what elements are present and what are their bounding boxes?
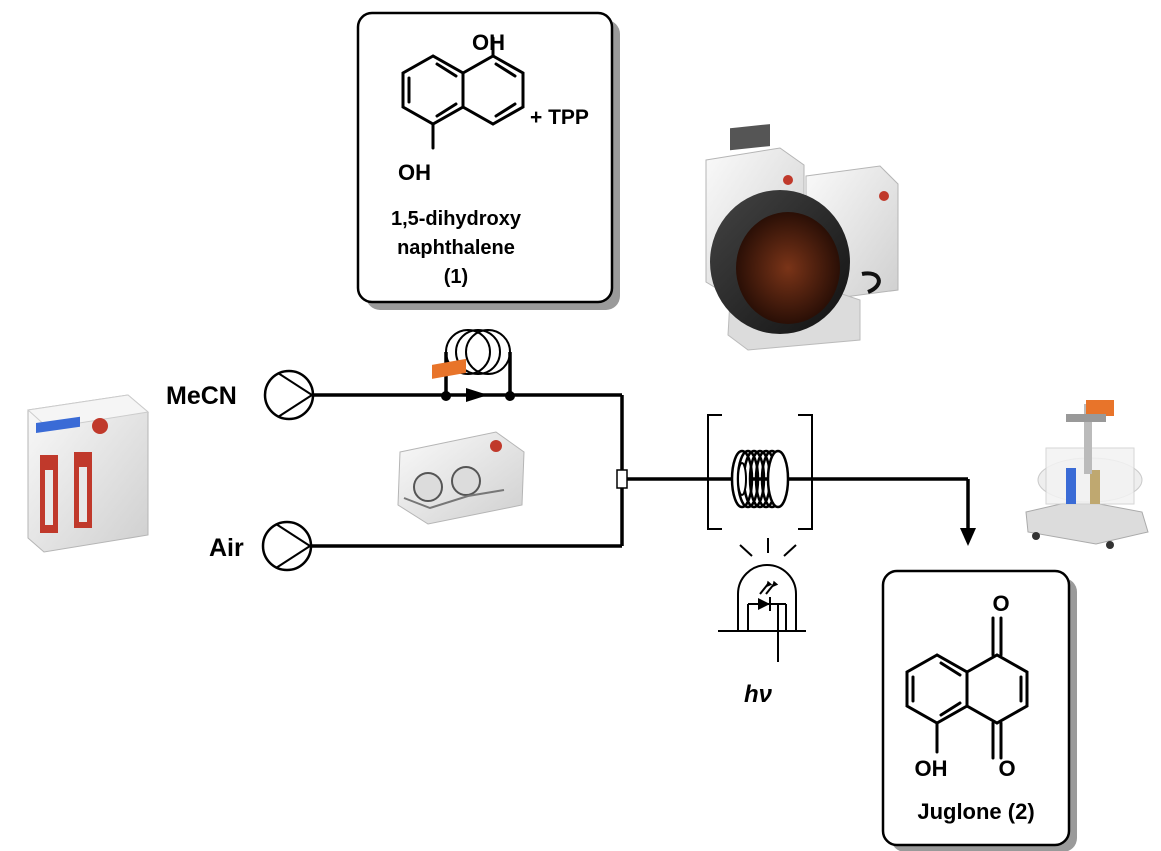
photoreactor-coil (707, 414, 813, 530)
product-o-bottom: O (998, 756, 1015, 781)
syringe-pump-image (26, 394, 150, 553)
led-light-icon (718, 538, 806, 662)
reactant-additive: + TPP (530, 106, 589, 129)
product-oh: OH (915, 756, 948, 781)
reactant-oh-bottom: OH (398, 160, 431, 185)
photoreactor-image (705, 124, 899, 351)
mecn-label: MeCN (166, 382, 237, 410)
reactant-name-line2: naphthalene (397, 237, 515, 259)
flow-arrowhead (466, 388, 488, 402)
pump-air-symbol (261, 520, 313, 572)
product-box: O OH O Juglone (2) (881, 569, 1077, 851)
reactant-name-line3: (1) (444, 266, 468, 288)
fraction-collector-image (1025, 400, 1149, 549)
reactant-box: OH OH + TPP 1,5-dihydroxy naphthalene (1… (356, 11, 620, 310)
pump-mecn-symbol (263, 369, 315, 421)
light-label: hν (744, 681, 773, 708)
product-structure (905, 616, 1029, 760)
reactant-structure (401, 36, 525, 150)
display-panel (36, 416, 80, 433)
product-o-top: O (992, 591, 1009, 616)
flow-lines (312, 388, 976, 548)
air-label: Air (209, 534, 244, 562)
reactant-oh-top: OH (472, 30, 505, 55)
t-mixer (616, 469, 628, 489)
product-box-frame (881, 569, 1071, 847)
reactant-box-frame (356, 11, 614, 304)
reactant-name-line1: 1,5-dihydroxy (391, 208, 522, 230)
outlet-arrowhead (960, 528, 976, 546)
peristaltic-pump-image (397, 358, 525, 525)
product-name: Juglone (2) (917, 799, 1034, 824)
